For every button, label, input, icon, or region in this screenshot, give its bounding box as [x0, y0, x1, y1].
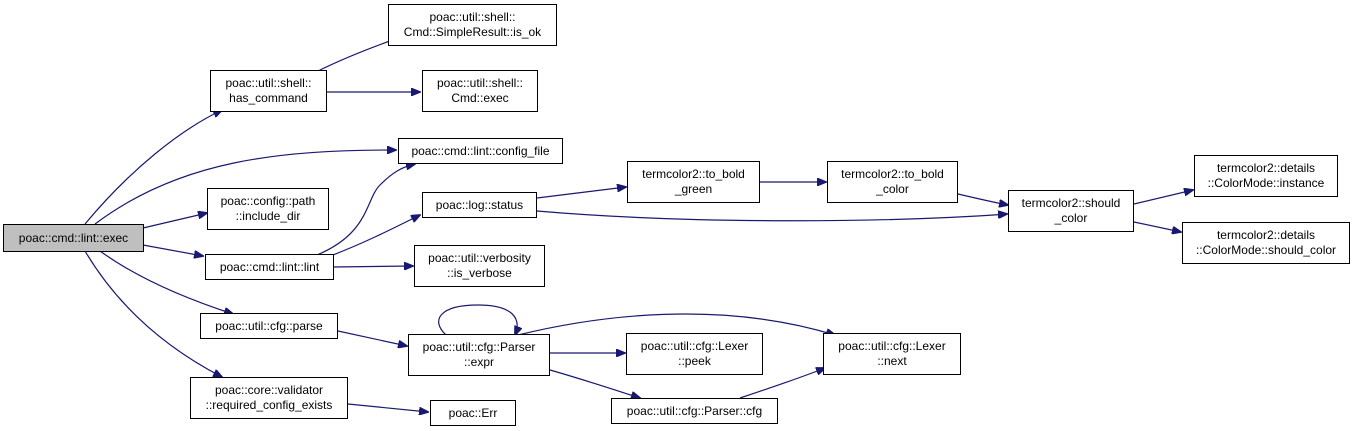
node-label-line2: ::ColorMode::should_color — [1195, 243, 1337, 257]
node-path-include-dir[interactable]: poac::config::path ::include_dir — [207, 188, 329, 230]
edge-should_color-cm_should_color — [1133, 221, 1181, 232]
node-label-line2: _color — [876, 182, 909, 196]
node-label: poac::util::cfg::Parser::cfg — [626, 403, 763, 418]
edge-exec-config_file — [94, 150, 396, 225]
node-label: poac::Err — [448, 405, 498, 420]
node-label-line2: ::ColorMode::instance — [1207, 176, 1325, 190]
node-label-line2: _color — [1054, 211, 1088, 225]
node-label-line1: poac::util::shell:: — [429, 10, 516, 24]
node-poac-err[interactable]: poac::Err — [430, 400, 516, 426]
node-label-line1: termcolor2::to_bold — [642, 167, 745, 181]
node-label-line2: ::required_config_exists — [205, 398, 333, 412]
node-label: poac::cmd::lint::lint — [219, 259, 320, 274]
node-should-color[interactable]: termcolor2::should _color — [1008, 190, 1134, 232]
node-label: poac::cmd::lint::exec — [18, 230, 129, 245]
node-label-line2: _green — [674, 182, 713, 196]
node-label-line2: has_command — [229, 91, 308, 105]
node-label-line1: poac::util::shell:: — [225, 76, 312, 90]
edge-exec-lint — [142, 244, 203, 256]
edge-required_config-err — [347, 403, 428, 412]
node-simple-result-is-ok[interactable]: poac::util::shell:: Cmd::SimpleResult::i… — [388, 4, 557, 46]
node-label-line1: poac::util::cfg::Lexer — [640, 339, 749, 353]
node-label-line1: poac::util::shell:: — [436, 76, 524, 90]
edge-parser_expr-parser_cfg — [549, 369, 640, 398]
node-lint-lint[interactable]: poac::cmd::lint::lint — [205, 254, 334, 280]
edge-parser_expr-self — [438, 304, 517, 335]
edge-exec-required_config — [84, 250, 222, 377]
node-label-line2: ::peek — [678, 354, 711, 368]
node-to-bold-color[interactable]: termcolor2::to_bold _color — [827, 161, 958, 203]
node-label-line2: ::next — [877, 354, 907, 368]
node-cfg-parse[interactable]: poac::util::cfg::parse — [200, 313, 338, 339]
node-colormode-should-color[interactable]: termcolor2::details ::ColorMode::should_… — [1182, 222, 1350, 264]
node-label: poac::cmd::lint::config_file — [411, 143, 550, 158]
edge-exec-include_dir — [142, 213, 207, 229]
edge-exec-cfg_parse — [99, 250, 233, 314]
node-label-line1: poac::util::cfg::Parser — [422, 340, 536, 354]
node-lexer-next[interactable]: poac::util::cfg::Lexer ::next — [823, 333, 961, 375]
node-to-bold-green[interactable]: termcolor2::to_bold _green — [627, 161, 760, 203]
node-label-line1: termcolor2::to_bold — [841, 167, 944, 181]
node-label: poac::log::status — [435, 197, 524, 212]
edge-has_command-is_ok — [317, 38, 398, 72]
node-label-line1: poac::util::cfg::Lexer — [838, 339, 946, 353]
node-verbosity-is-verbose[interactable]: poac::util::verbosity ::is_verbose — [414, 245, 545, 287]
node-label-line1: termcolor2::should — [1021, 196, 1121, 210]
edge-should_color-cm_instance — [1133, 190, 1193, 205]
node-label-line2: Cmd::exec — [451, 91, 509, 105]
edge-parser_cfg-lexer_next — [739, 368, 825, 399]
edge-lint-config_file — [311, 164, 415, 258]
node-label-line1: poac::util::verbosity — [428, 251, 531, 265]
node-parser-cfg[interactable]: poac::util::cfg::Parser::cfg — [611, 398, 778, 424]
node-label-line1: termcolor2::details — [1216, 161, 1316, 175]
node-label-line2: ::expr — [463, 355, 494, 369]
edge-to_bold_color-should_color — [957, 193, 1008, 205]
edge-log_status-to_bold_green — [536, 187, 626, 199]
edge-parser_expr-lexer_next — [517, 313, 835, 335]
node-lint-config-file[interactable]: poac::cmd::lint::config_file — [398, 138, 563, 164]
edge-cfg_parse-parser_expr — [337, 330, 407, 346]
node-label-line2: ::include_dir — [235, 209, 301, 223]
node-label-line2: Cmd::SimpleResult::is_ok — [403, 25, 542, 39]
node-label-line1: poac::config::path — [220, 194, 316, 208]
node-label: poac::util::cfg::parse — [215, 318, 323, 333]
node-label-line2: ::is_verbose — [447, 266, 512, 280]
edge-lint-is_verbose — [332, 266, 413, 267]
node-required-config-exists[interactable]: poac::core::validator ::required_config_… — [190, 377, 348, 419]
node-parser-expr[interactable]: poac::util::cfg::Parser ::expr — [408, 334, 550, 376]
node-lexer-peek[interactable]: poac::util::cfg::Lexer ::peek — [626, 333, 763, 375]
node-log-status[interactable]: poac::log::status — [422, 192, 537, 218]
node-shell-cmd-exec[interactable]: poac::util::shell:: Cmd::exec — [422, 70, 538, 112]
edge-log_status-should_color — [536, 211, 1007, 222]
node-label-line1: poac::core::validator — [214, 383, 324, 397]
edge-lint-log_status — [324, 215, 420, 259]
node-has-command[interactable]: poac::util::shell:: has_command — [210, 70, 327, 112]
node-label-line1: termcolor2::details — [1216, 228, 1316, 242]
node-lint-exec: poac::cmd::lint::exec — [3, 224, 144, 252]
edge-exec-has_command — [84, 110, 222, 225]
node-colormode-instance[interactable]: termcolor2::details ::ColorMode::instanc… — [1194, 155, 1338, 197]
